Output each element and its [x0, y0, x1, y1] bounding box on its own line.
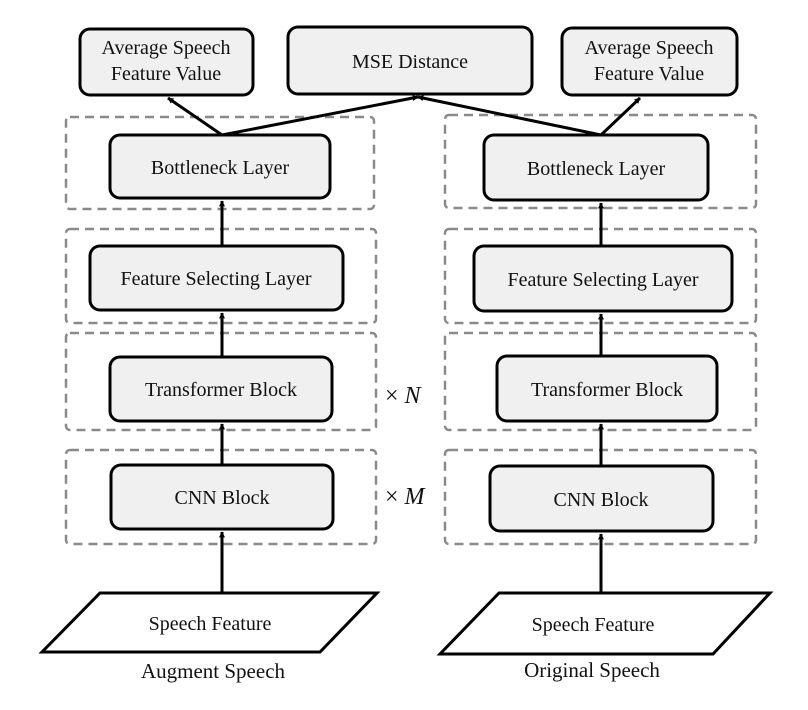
left-transformer-label: Transformer Block	[145, 379, 297, 401]
right-input-node: Speech Feature	[436, 591, 774, 656]
left-input-label: Speech Feature	[149, 613, 272, 635]
mse-distance-node: MSE Distance	[286, 25, 534, 96]
left-feature-select-label: Feature Selecting Layer	[120, 268, 311, 290]
repeat-n-label: × N	[385, 383, 423, 409]
right-input-label: Speech Feature	[532, 614, 655, 636]
right-feature-select-label: Feature Selecting Layer	[507, 269, 698, 291]
left-cnn-label: CNN Block	[175, 487, 270, 509]
right-output-line1: Average Speech	[584, 37, 713, 59]
left-transformer-node: Transformer Block	[108, 355, 334, 423]
right-cnn-node: CNN Block	[488, 464, 715, 533]
left-bottleneck-to-mse-arrow	[221, 95, 419, 137]
right-caption: Original Speech	[524, 658, 660, 682]
left-output-line1: Average Speech	[101, 37, 230, 59]
left-bottleneck-group	[64, 115, 376, 211]
left-feature-select-node: Feature Selecting Layer	[88, 244, 345, 312]
right-transformer-label: Transformer Block	[531, 379, 683, 401]
left-caption: Augment Speech	[141, 659, 286, 683]
right-bottleneck-node: Bottleneck Layer	[482, 133, 710, 202]
right-feature-select-node: Feature Selecting Layer	[472, 244, 734, 313]
right-output-line2: Feature Value	[594, 63, 704, 85]
left-output-line2: Feature Value	[111, 63, 221, 85]
left-input-node: Speech Feature	[38, 591, 381, 654]
left-bottleneck-label: Bottleneck Layer	[151, 157, 290, 179]
left-bottleneck-node: Bottleneck Layer	[108, 133, 332, 200]
repeat-m-label: × M	[385, 484, 427, 510]
mse-distance-label: MSE Distance	[352, 51, 468, 73]
right-output-node: Average Speech Feature Value	[560, 26, 739, 97]
right-bottleneck-label: Bottleneck Layer	[527, 158, 666, 180]
left-output-node: Average Speech Feature Value	[78, 27, 255, 97]
left-bottleneck-to-output-arrow	[167, 96, 223, 137]
right-bottleneck-group	[443, 113, 758, 210]
right-cnn-label: CNN Block	[554, 489, 649, 511]
left-cnn-node: CNN Block	[109, 463, 335, 531]
right-bottleneck-to-mse-arrow	[417, 95, 602, 137]
right-bottleneck-to-output-arrow	[599, 96, 642, 137]
right-transformer-node: Transformer Block	[495, 354, 719, 423]
